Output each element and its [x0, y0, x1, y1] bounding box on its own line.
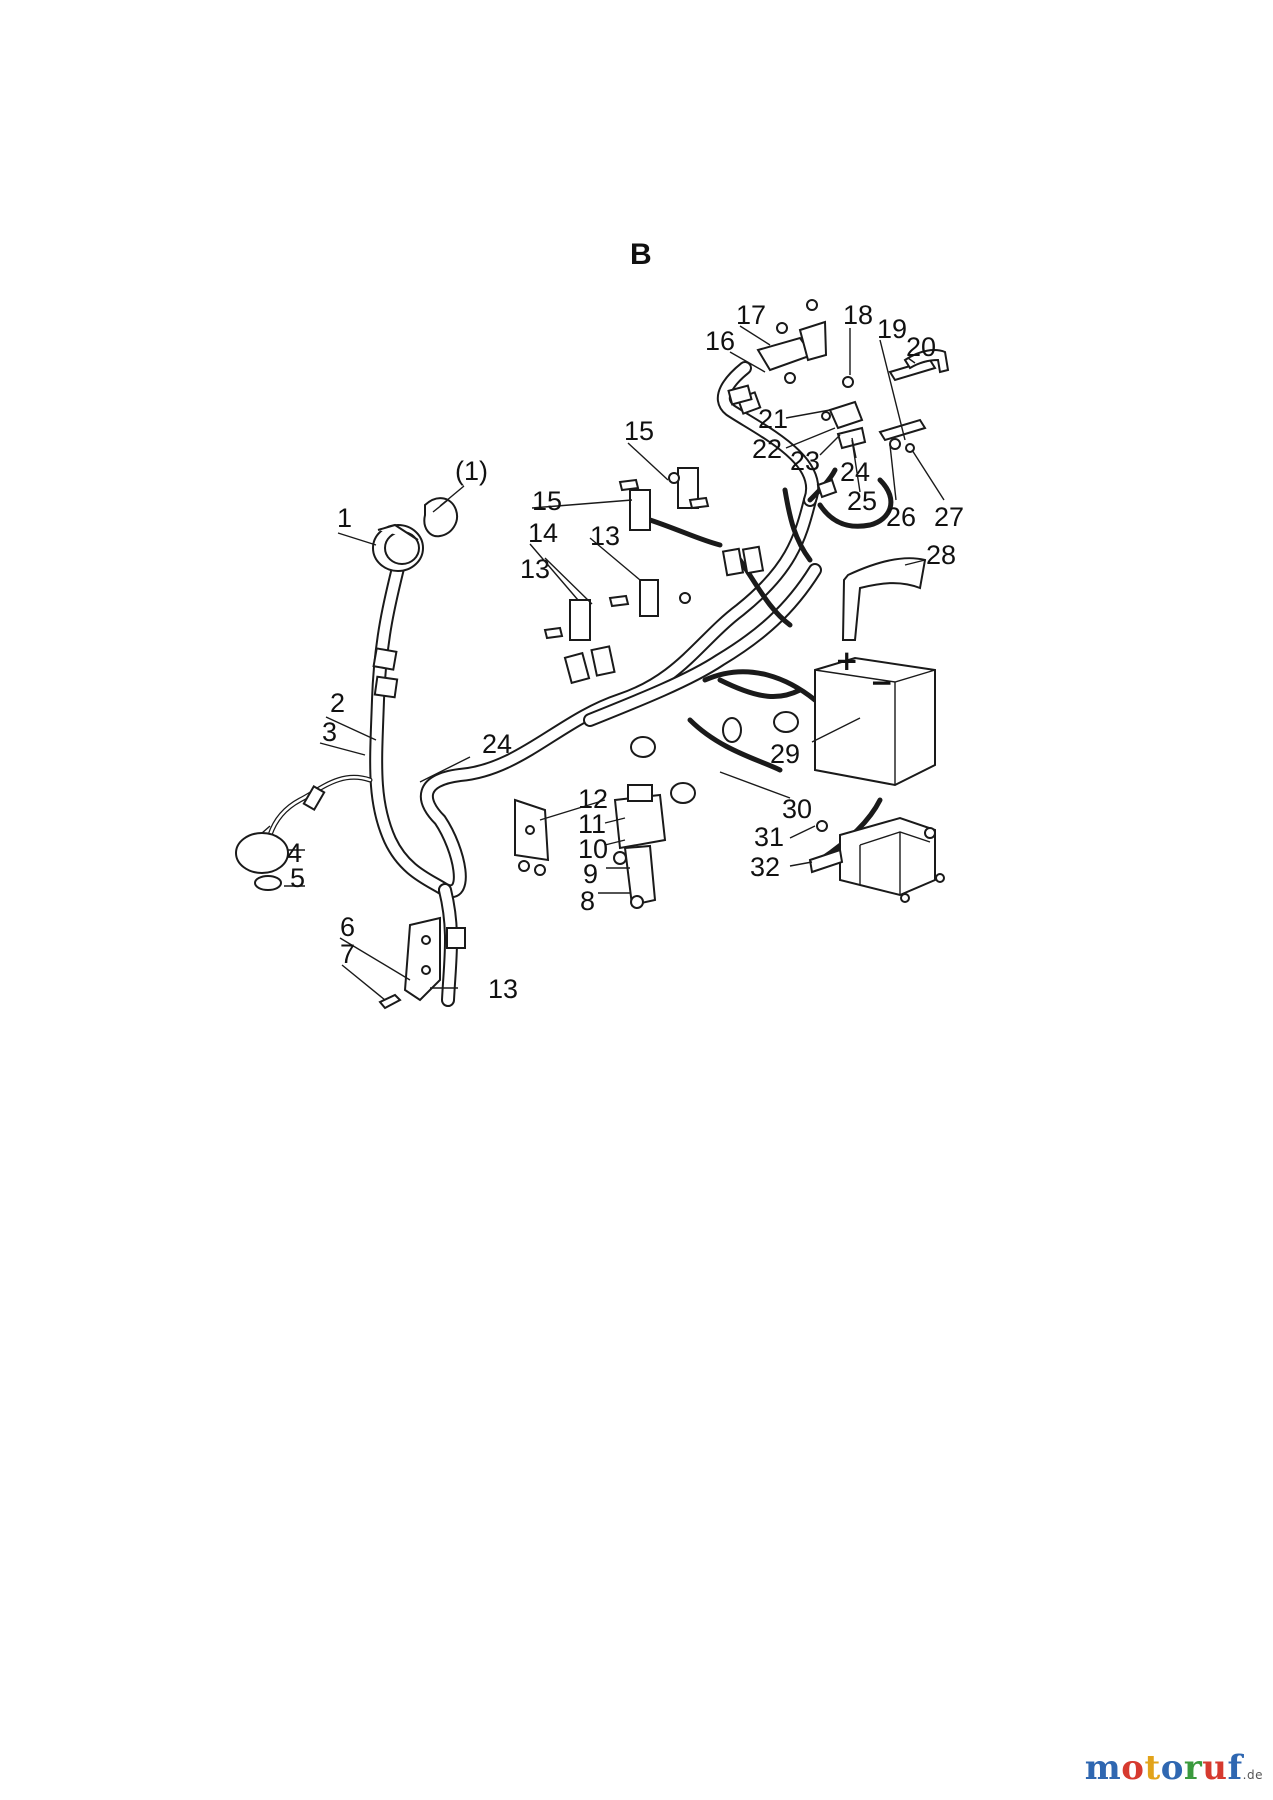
watermark-letter: f	[1227, 1748, 1243, 1788]
callout-12: 12	[578, 784, 608, 814]
callout-15-left: 15	[532, 486, 562, 516]
callout-29: 29	[770, 739, 800, 769]
callout-23: 23	[790, 446, 820, 476]
upper-bracket-part	[727, 299, 828, 406]
callout-31: 31	[754, 822, 784, 852]
callout-5: 5	[290, 863, 305, 893]
callout-4: 4	[287, 838, 302, 868]
callout-25: 25	[847, 486, 877, 516]
callout-24-left: 24	[482, 729, 512, 759]
horn-part	[235, 825, 289, 874]
watermark-letter: m	[1084, 1748, 1122, 1788]
callout-26: 26	[886, 502, 916, 532]
watermark-letter: o	[1160, 1748, 1184, 1788]
fuse-holder-parts	[630, 711, 799, 804]
clip-part	[254, 875, 282, 891]
callout-7: 7	[340, 939, 355, 969]
callout-1: 1	[337, 503, 352, 533]
ignition-switch-part	[372, 523, 424, 572]
watermark-letter: o	[1121, 1748, 1145, 1788]
callout-22: 22	[752, 434, 782, 464]
callout-6: 6	[340, 912, 355, 942]
callout-3: 3	[322, 717, 337, 747]
callout-20: 20	[906, 332, 936, 362]
battery-negative-sign: −	[870, 666, 893, 699]
relay-bracket-part	[514, 798, 550, 876]
key-cap-part	[423, 497, 458, 538]
watermark-logo: motoruf.de	[1085, 1748, 1263, 1788]
callout-30: 30	[782, 794, 812, 824]
callout-10: 10	[578, 834, 608, 864]
callout-16: 16	[705, 326, 735, 356]
section-label-b: B	[630, 238, 652, 271]
mounting-bracket-part	[378, 916, 441, 1010]
callout-17: 17	[736, 300, 766, 330]
solenoid-part	[613, 784, 667, 909]
watermark-letter: t	[1144, 1748, 1161, 1788]
watermark-letter: r	[1183, 1748, 1203, 1788]
callout-13-bottom: 13	[488, 974, 518, 1004]
callout-labels: 1 (1) 2 3 4 5 6 7 8 9 10 11 12 13 13 13	[284, 300, 964, 1004]
callout-27: 27	[934, 502, 964, 532]
callout-15-top: 15	[624, 416, 654, 446]
callout-28: 28	[926, 540, 956, 570]
watermark-suffix: .de	[1242, 1768, 1263, 1782]
safety-switch-parts	[543, 467, 710, 641]
callout-9: 9	[583, 859, 598, 889]
callout-2: 2	[330, 688, 345, 718]
battery-positive-sign: +	[835, 644, 858, 677]
harness-plug-connectors	[302, 391, 765, 949]
callout-8: 8	[580, 886, 595, 916]
callout-14: 14	[528, 518, 558, 548]
watermark-wordmark: motoruf	[1085, 1748, 1243, 1788]
battery-part: + −	[814, 644, 936, 787]
callout-19: 19	[877, 314, 907, 344]
battery-strap-part	[841, 557, 927, 641]
callout-21: 21	[758, 404, 788, 434]
main-harness	[369, 361, 822, 1007]
callout-13-left: 13	[520, 554, 550, 584]
watermark-letter: u	[1202, 1748, 1228, 1788]
callout-32: 32	[750, 852, 780, 882]
callout-(1): (1)	[455, 456, 488, 486]
callout-11: 11	[578, 809, 606, 839]
callout-18: 18	[843, 300, 873, 330]
battery-tray-part	[808, 816, 945, 903]
callout-13-right: 13	[590, 521, 620, 551]
